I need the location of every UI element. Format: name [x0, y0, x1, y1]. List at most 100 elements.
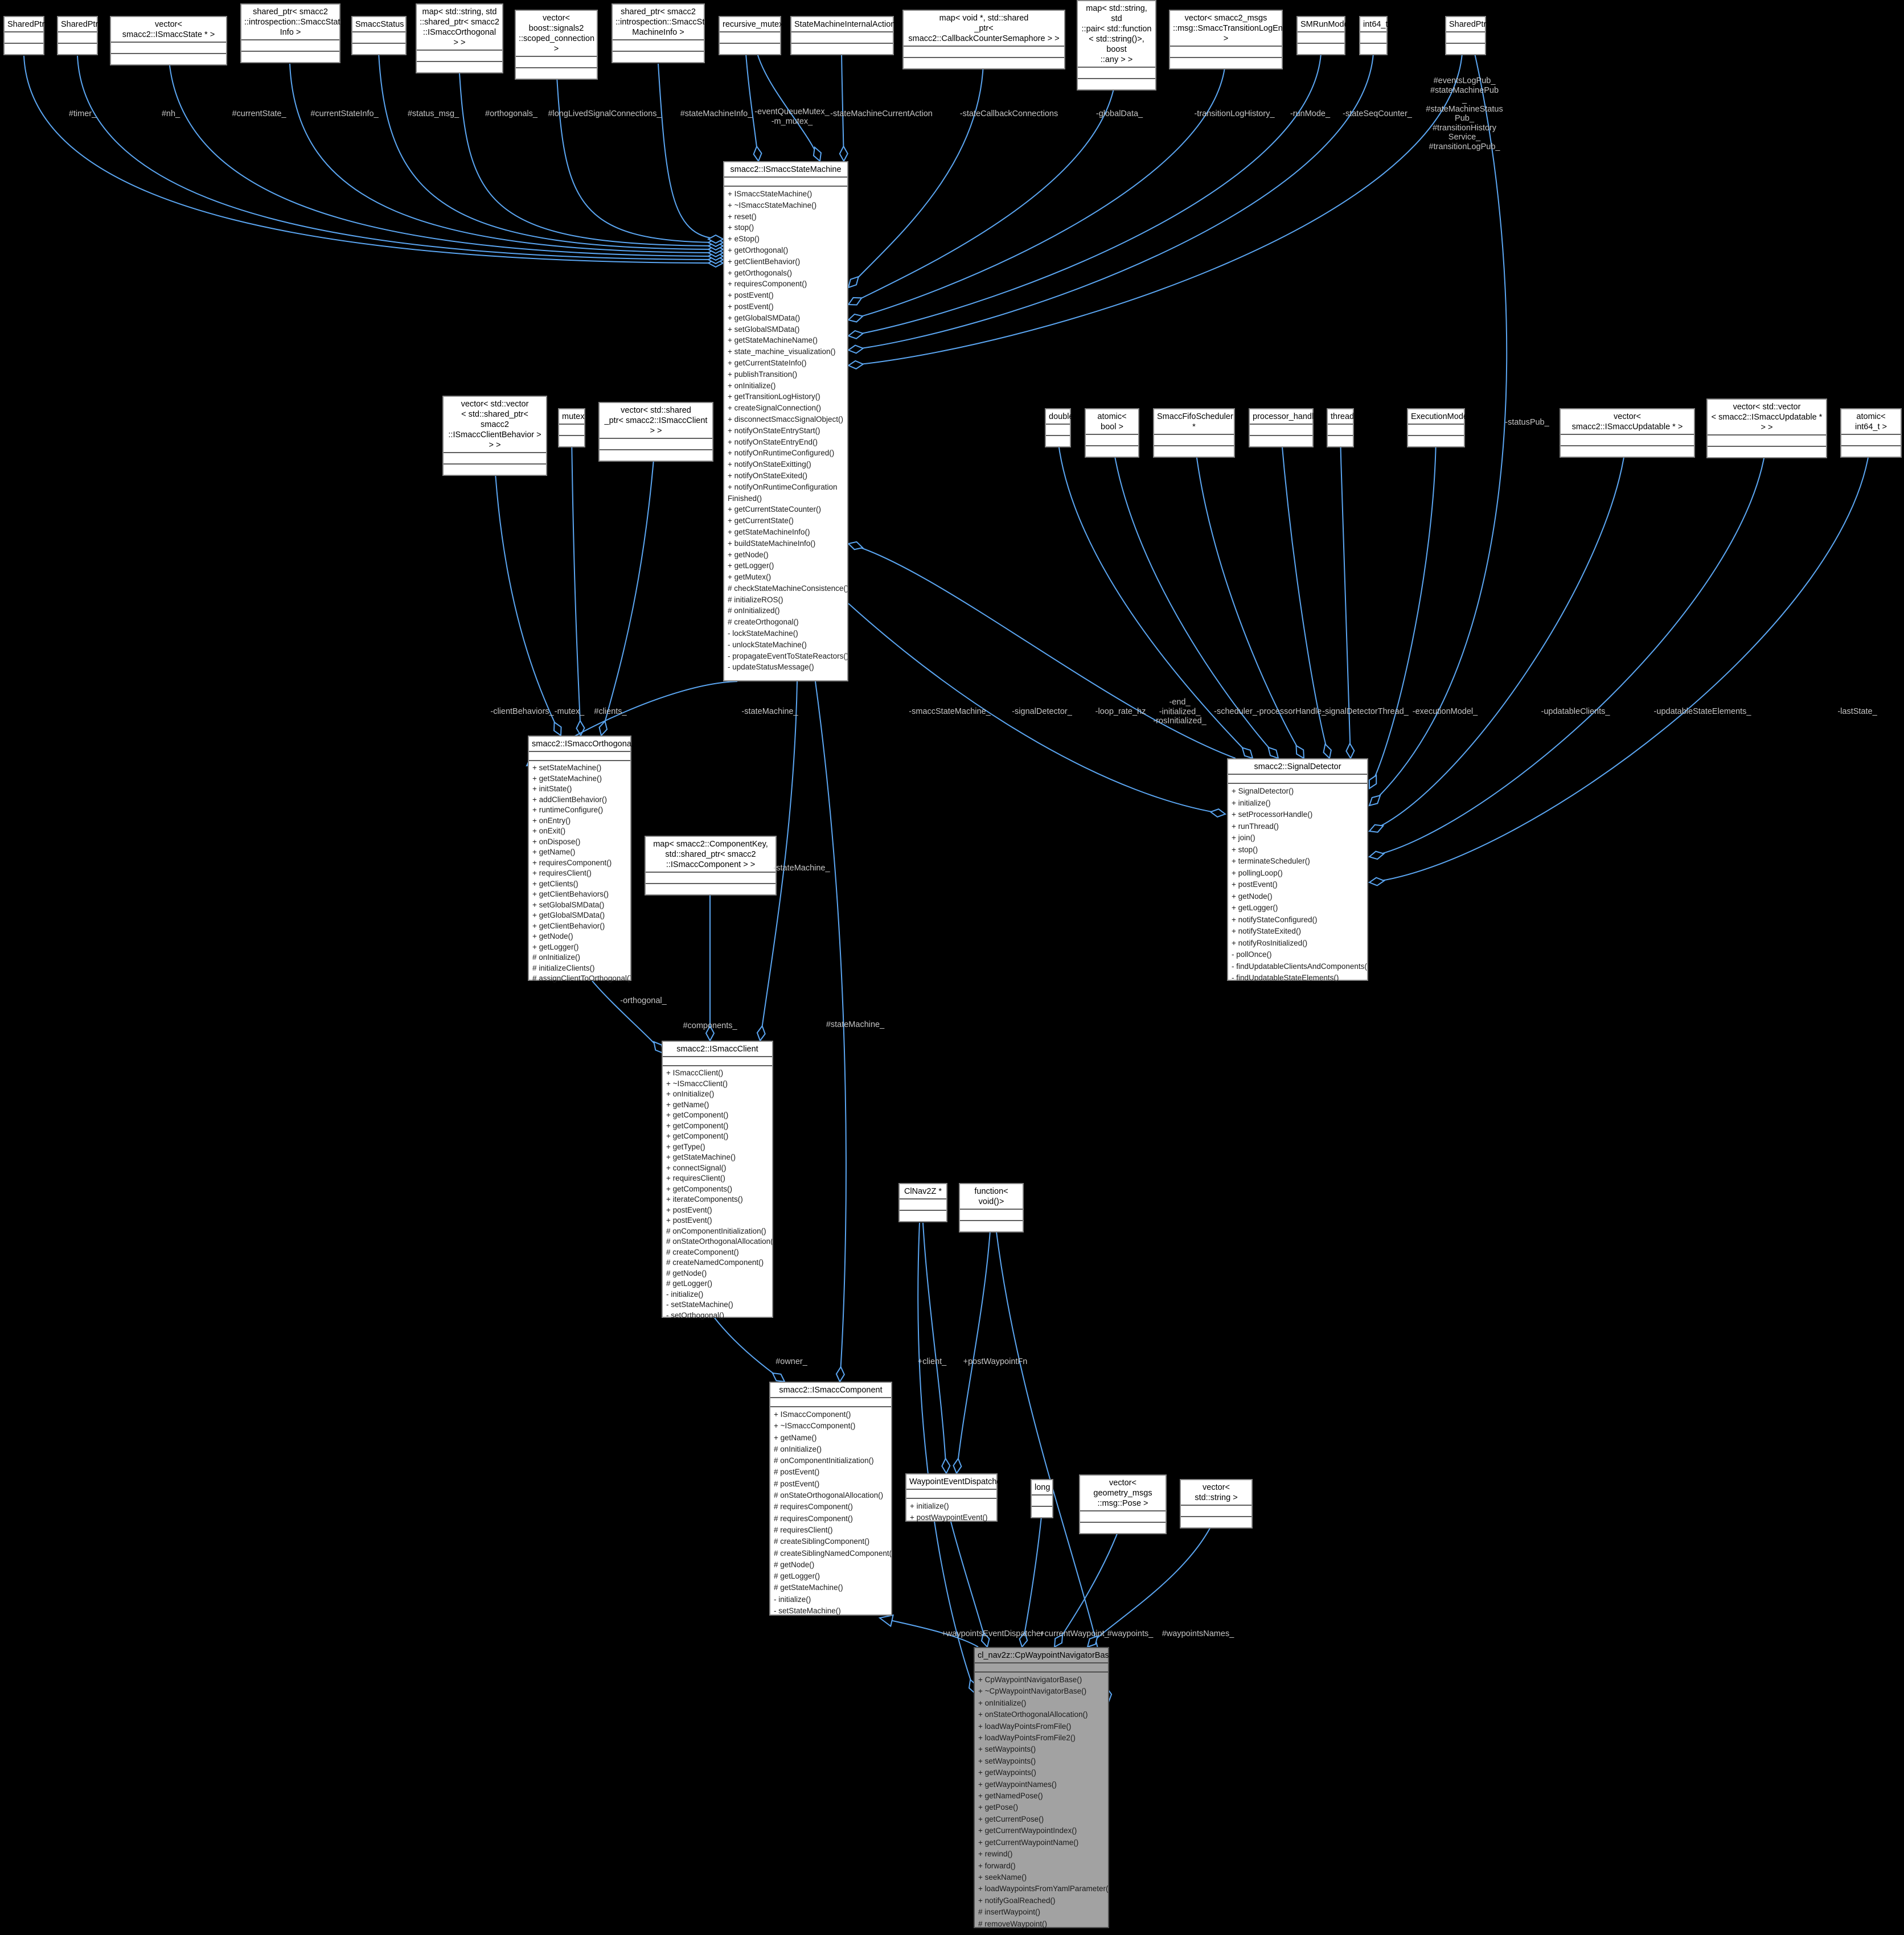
node-title: atomic< bool >: [1086, 409, 1138, 434]
empty-compartment: [960, 1220, 1023, 1231]
method-entry: - setStateMachine(): [774, 1607, 841, 1616]
empty-compartment: [111, 53, 226, 64]
method-entry: + seekName(): [978, 1872, 1027, 1881]
edge-label-line: -lastState_: [1837, 706, 1877, 716]
node-title-line: vector< boost::signals2: [528, 14, 584, 33]
empty-compartment: [1154, 434, 1234, 445]
edge-label: -scheduler_: [1214, 707, 1257, 717]
aggregation-diamond-icon: [705, 1024, 715, 1042]
node-title-line: map< std::string, std: [1086, 4, 1147, 23]
method-entry: + getComponent(): [666, 1111, 729, 1119]
type-box-map-std-string-std-pair-std-function-std-string-boost-any: map< std::string, std::pair< std::functi…: [1077, 0, 1156, 91]
empty-compartment: [1032, 1506, 1052, 1517]
method-entry: + ISmaccStateMachine(): [728, 190, 813, 198]
relation-edge: [760, 681, 798, 1041]
relation-edge: [848, 75, 1117, 305]
class-box-smacc2-ismaccorthogonal[interactable]: smacc2::ISmaccOrthogonal+ setStateMachin…: [528, 736, 633, 983]
node-title: atomic< int64_t >: [1841, 409, 1901, 434]
edge-label: -processorHandle_: [1257, 707, 1327, 717]
method-entry: - initialize(): [666, 1289, 704, 1299]
method-entry: + postEvent(): [666, 1216, 712, 1225]
relation-edge: [1369, 434, 1872, 883]
method-entry: + getOrthogonals(): [728, 268, 792, 277]
empty-compartment: [111, 42, 226, 53]
empty-compartment: [1446, 31, 1485, 43]
method-entry: + requiresClient(): [532, 869, 592, 877]
class-box-waypointeventdispatcher[interactable]: WaypointEventDispatcher+ initialize()+ p…: [905, 1473, 1004, 1522]
edge-label: #currentStateInfo_: [310, 109, 378, 119]
type-box-shared-ptr-smacc2-introspection-smaccstatemachineinfo: shared_ptr< smacc2::introspection::Smacc…: [612, 3, 716, 63]
node-title: map< smacc2::ComponentKey,std::shared_pt…: [646, 837, 775, 872]
empty-compartment: [1078, 67, 1155, 78]
method-entry: + getCurrentWaypointIndex(): [978, 1826, 1077, 1835]
class-box-cl-nav2z-cpwaypointnavigatorbase[interactable]: cl_nav2z::CpWaypointNavigatorBase+ CpWay…: [974, 1647, 1114, 1928]
aggregation-diamond-icon: [847, 313, 864, 323]
methods-compartment: + setStateMachine()+ getStateMachine()+ …: [529, 760, 630, 986]
relation-edge: [1193, 434, 1304, 759]
node-title: map< void *, std::shared_ptr< smacc2::Ca…: [904, 11, 1064, 46]
edge-label-line: +currentWaypoint_: [1040, 1629, 1109, 1638]
edge-label: #components_: [683, 1021, 737, 1031]
empty-compartment: [613, 51, 704, 62]
relation-edge: [378, 52, 724, 250]
method-entry: # requiresClient(): [774, 1525, 833, 1534]
aggregation-diamond-icon: [1019, 1631, 1028, 1649]
aggregation-diamond-icon: [1368, 794, 1381, 807]
edge-label: #timer_: [69, 109, 96, 119]
method-entry: + onStateOrthogonalAllocation(): [978, 1710, 1088, 1719]
edge-label: -statusPub_: [1505, 418, 1549, 428]
node-title-line: ::pair< std::function: [1081, 24, 1152, 34]
node-title-line: SharedPtr: [7, 20, 45, 29]
empty-compartment: [904, 46, 1064, 57]
class-box-smacc2-ismaccstatemachine[interactable]: smacc2::ISmaccStateMachine+ ISmaccStateM…: [723, 161, 848, 681]
relation-edge: [1054, 1519, 1123, 1648]
node-title-line: thread: [1331, 412, 1355, 421]
method-entry: + initialize(): [910, 1502, 949, 1510]
empty-compartment: [1250, 435, 1312, 446]
node-title: smacc2::ISmaccClient: [663, 1042, 772, 1056]
method-entry: # onComponentInitialization(): [774, 1456, 874, 1465]
method-entry: + disconnectSmaccSignalObject(): [728, 414, 843, 424]
method-entry: + getOrthogonal(): [728, 245, 789, 254]
relation-edge: [592, 980, 664, 1054]
method-entry: + onExit(): [532, 827, 566, 835]
relation-edge: [458, 63, 724, 247]
method-entry: # createOrthogonal(): [728, 618, 799, 627]
method-entry: + reset(): [728, 212, 757, 221]
method-entry: + getClientBehavior(): [728, 257, 801, 266]
type-box-processor-handle: processor_handle: [1249, 408, 1318, 447]
aggregation-diamond-icon: [847, 360, 864, 369]
node-title-line: shared_ptr< smacc2: [253, 7, 328, 17]
node-title: smacc2::ISmaccStateMachine: [724, 162, 847, 176]
node-title-line: ::ISmaccComponent > >: [666, 860, 756, 869]
aggregation-diamond-icon: [1086, 1635, 1099, 1648]
class-box-smacc2-signaldetector[interactable]: smacc2::SignalDetector+ SignalDetector()…: [1227, 758, 1368, 982]
edge-label-line: -m_mutex_: [771, 117, 813, 126]
edge-label: -signalDetectorThread_: [1322, 707, 1409, 717]
edge-label: -transitionLogHistory_: [1194, 109, 1274, 119]
method-entry: + getClients(): [532, 879, 578, 888]
relation-edge: [1281, 434, 1330, 759]
class-box-smacc2-ismacccomponent[interactable]: smacc2::ISmaccComponent+ ISmaccComponent…: [769, 1382, 892, 1616]
empty-compartment: [1154, 445, 1234, 457]
aggregation-diamond-icon: [598, 720, 608, 737]
node-title: vector< boost::signals2::scoped_connecti…: [516, 11, 597, 56]
node-title-line: < smacc2::ISmaccUpdatable * > >: [1711, 413, 1823, 432]
edge-label: #owner_: [775, 1357, 807, 1367]
method-entry: + setGlobalSMData(): [532, 900, 605, 909]
aggregation-diamond-icon: [1241, 746, 1254, 759]
edge-label-line: #timer_: [68, 109, 97, 118]
edge-label: -lastState_: [1837, 707, 1877, 717]
method-entry: + onDispose(): [532, 837, 581, 846]
method-entry: + join(): [1232, 833, 1255, 842]
method-entry: + requiresComponent(): [728, 280, 807, 289]
edge-label: -loop_rate_hz: [1095, 707, 1146, 717]
class-box-smacc2-ismaccclient[interactable]: smacc2::ISmaccClient+ ISmaccClient()+ ~I…: [662, 1041, 773, 1320]
relation-edge: [555, 56, 724, 243]
node-title: ClNav2Z *: [900, 1184, 946, 1198]
edge-label-line: -orthogonal_: [620, 996, 667, 1005]
empty-compartment: [1708, 434, 1826, 446]
empty-compartment: [904, 57, 1064, 68]
edge-label: -stateCallbackConnections: [960, 109, 1058, 119]
